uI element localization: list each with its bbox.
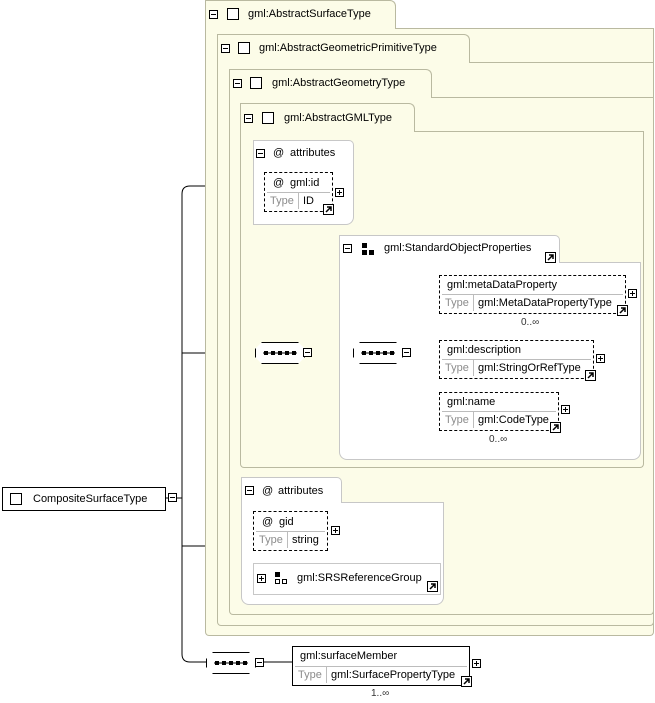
type-value: gml:StringOrRefType: [478, 362, 581, 374]
link-arrow-icon[interactable]: [617, 305, 628, 316]
tab-abstract-geometry-type: [229, 69, 432, 98]
type-value: gml:MetaDataPropertyType: [478, 297, 612, 309]
attributes-tab-2: [241, 477, 342, 503]
link-arrow-icon[interactable]: [323, 204, 334, 215]
type-value: string: [292, 534, 319, 546]
plus-toggle-icon[interactable]: [331, 526, 340, 535]
minus-toggle-icon[interactable]: [233, 79, 242, 88]
minus-toggle-icon[interactable]: [303, 348, 312, 357]
minus-toggle-icon[interactable]: [168, 493, 177, 502]
element-name: gml:name: [447, 396, 496, 408]
sequence-compositor-icon[interactable]: [206, 652, 256, 674]
type-key: Type: [442, 412, 474, 428]
minus-toggle-icon[interactable]: [209, 10, 218, 19]
attribute-icon: @: [273, 177, 285, 189]
type-key: Type: [267, 193, 299, 209]
plus-toggle-icon[interactable]: [596, 354, 605, 363]
attribute-group-label: gml:SRSReferenceGroup: [297, 572, 422, 584]
type-value: ID: [303, 195, 314, 207]
type-key: Type: [442, 295, 474, 311]
tab-abstract-surface-type: [205, 0, 396, 29]
minus-toggle-icon[interactable]: [343, 244, 352, 253]
sequence-compositor-icon[interactable]: [353, 342, 403, 364]
plus-toggle-icon[interactable]: [335, 188, 344, 197]
link-arrow-icon[interactable]: [550, 422, 561, 433]
attributes-title-2: attributes: [278, 485, 324, 497]
link-arrow-icon[interactable]: [427, 581, 438, 592]
element-meta-data-property[interactable]: gml:metaDataProperty Type gml:MetaDataPr…: [439, 275, 626, 314]
attribute-gml-id[interactable]: @ gml:id Type ID: [264, 172, 333, 212]
standard-object-properties-tab: [339, 235, 560, 263]
checkbox-icon[interactable]: [250, 77, 262, 89]
minus-toggle-icon[interactable]: [221, 44, 230, 53]
group-icon: [362, 243, 374, 255]
attribute-group-icon: [275, 572, 287, 584]
element-name: gml:description: [447, 344, 521, 356]
minus-toggle-icon[interactable]: [402, 348, 411, 357]
type-label-abstract-surface: gml:AbstractSurfaceType: [248, 8, 371, 20]
cardinality-label: 0..∞: [489, 434, 508, 445]
element-name: gml:surfaceMember: [300, 650, 398, 662]
type-value: gml:SurfacePropertyType: [331, 669, 456, 681]
checkbox-icon[interactable]: [10, 493, 22, 505]
link-arrow-icon[interactable]: [461, 676, 472, 687]
checkbox-icon[interactable]: [238, 42, 250, 54]
attribute-icon: @: [262, 485, 274, 497]
plus-toggle-icon[interactable]: [561, 405, 570, 414]
cardinality-label: 0..∞: [521, 317, 540, 328]
attribute-name-gml-id: gml:id: [290, 177, 320, 189]
minus-toggle-icon[interactable]: [256, 149, 265, 158]
minus-toggle-icon[interactable]: [244, 114, 253, 123]
cardinality-label: 1..∞: [371, 688, 390, 699]
type-key: Type: [295, 667, 327, 683]
type-key: Type: [442, 360, 474, 376]
attribute-icon: @: [262, 516, 274, 528]
link-arrow-icon[interactable]: [585, 370, 596, 381]
plus-toggle-icon[interactable]: [472, 659, 481, 668]
type-value: gml:CodeType: [478, 414, 549, 426]
root-element-composite-surface-type[interactable]: CompositeSurfaceType: [2, 487, 166, 511]
plus-toggle-icon[interactable]: [257, 574, 266, 583]
checkbox-icon[interactable]: [262, 112, 274, 124]
element-surface-member[interactable]: gml:surfaceMember Type gml:SurfaceProper…: [292, 646, 470, 686]
type-label-abstract-geometric-primitive: gml:AbstractGeometricPrimitiveType: [259, 42, 437, 54]
type-key: Type: [256, 532, 288, 548]
minus-toggle-icon[interactable]: [245, 486, 254, 495]
element-description[interactable]: gml:description Type gml:StringOrRefType: [439, 340, 594, 379]
element-name: gml:metaDataProperty: [447, 279, 558, 291]
attribute-group-srs-reference-group[interactable]: gml:SRSReferenceGroup: [253, 563, 441, 595]
minus-toggle-icon[interactable]: [255, 658, 264, 667]
attributes-title-1: attributes: [290, 147, 336, 159]
element-name-code[interactable]: gml:name Type gml:CodeType: [439, 392, 559, 431]
attribute-name-gid: gid: [279, 516, 294, 528]
plus-toggle-icon[interactable]: [628, 289, 637, 298]
attribute-icon: @: [273, 147, 285, 159]
checkbox-icon[interactable]: [227, 8, 239, 20]
group-label-standard-object-properties: gml:StandardObjectProperties: [384, 242, 532, 254]
tab-abstract-geometric-primitive-type: [217, 34, 470, 63]
attribute-gid[interactable]: @ gid Type string: [253, 511, 328, 551]
type-label-abstract-gml: gml:AbstractGMLType: [284, 112, 392, 124]
root-element-label: CompositeSurfaceType: [33, 493, 148, 505]
link-arrow-icon[interactable]: [545, 252, 556, 263]
sequence-compositor-icon[interactable]: [255, 342, 305, 364]
type-label-abstract-geometry: gml:AbstractGeometryType: [272, 77, 406, 89]
attributes-tab-1: [253, 140, 354, 166]
